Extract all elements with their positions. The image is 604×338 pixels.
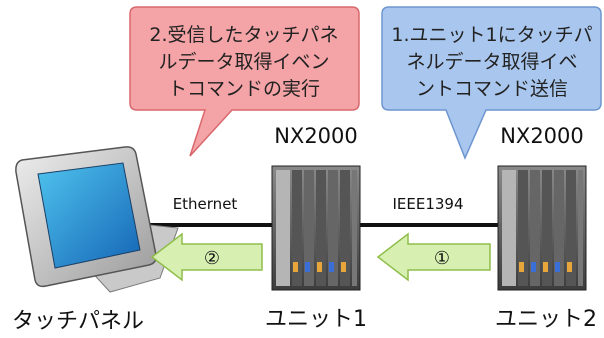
bubble-left-line-3: トコマンドの実行: [168, 78, 320, 100]
arrow-1: ①: [376, 232, 491, 282]
plc-unit1: [271, 165, 361, 291]
arrow-2-shape: [150, 232, 263, 282]
bubble-right-line-1: 1.ユニット1にタッチパ: [391, 24, 592, 46]
bubble-left-shape: [129, 6, 360, 157]
unit2-label: ユニット2: [495, 307, 597, 332]
arrow-2-label: ②: [204, 248, 220, 269]
bubble-right-shape: [381, 6, 602, 160]
ieee1394-label: IEEE1394: [392, 195, 463, 213]
touch-panel-label: タッチパネル: [12, 309, 144, 334]
bubble-left-line-2: ルデータ取得イベン: [158, 51, 329, 73]
speech-bubble-right: 1.ユニット1にタッチパ ネルデータ取得イベ ントコマンド送信: [381, 6, 602, 160]
tablet-screen: [37, 162, 141, 269]
arrow-1-label: ①: [434, 248, 450, 269]
ethernet-label: Ethernet: [173, 195, 238, 213]
tablet-icon: [15, 146, 179, 293]
bubble-right-line-3: ントコマンド送信: [416, 78, 568, 100]
bubble-left-line-1: 2.受信したタッチパネ: [149, 24, 338, 46]
speech-bubble-left: 2.受信したタッチパネ ルデータ取得イベン トコマンドの実行: [129, 6, 360, 157]
unit2-model-label: NX2000: [500, 124, 584, 148]
bubble-right-line-2: ネルデータ取得イベ: [406, 51, 577, 73]
unit1-model-label: NX2000: [274, 124, 358, 148]
arrow-2: ②: [150, 232, 263, 282]
arrow-1-shape: [376, 232, 491, 282]
plc-unit2: [497, 165, 587, 291]
unit1-label: ユニット1: [265, 307, 367, 332]
